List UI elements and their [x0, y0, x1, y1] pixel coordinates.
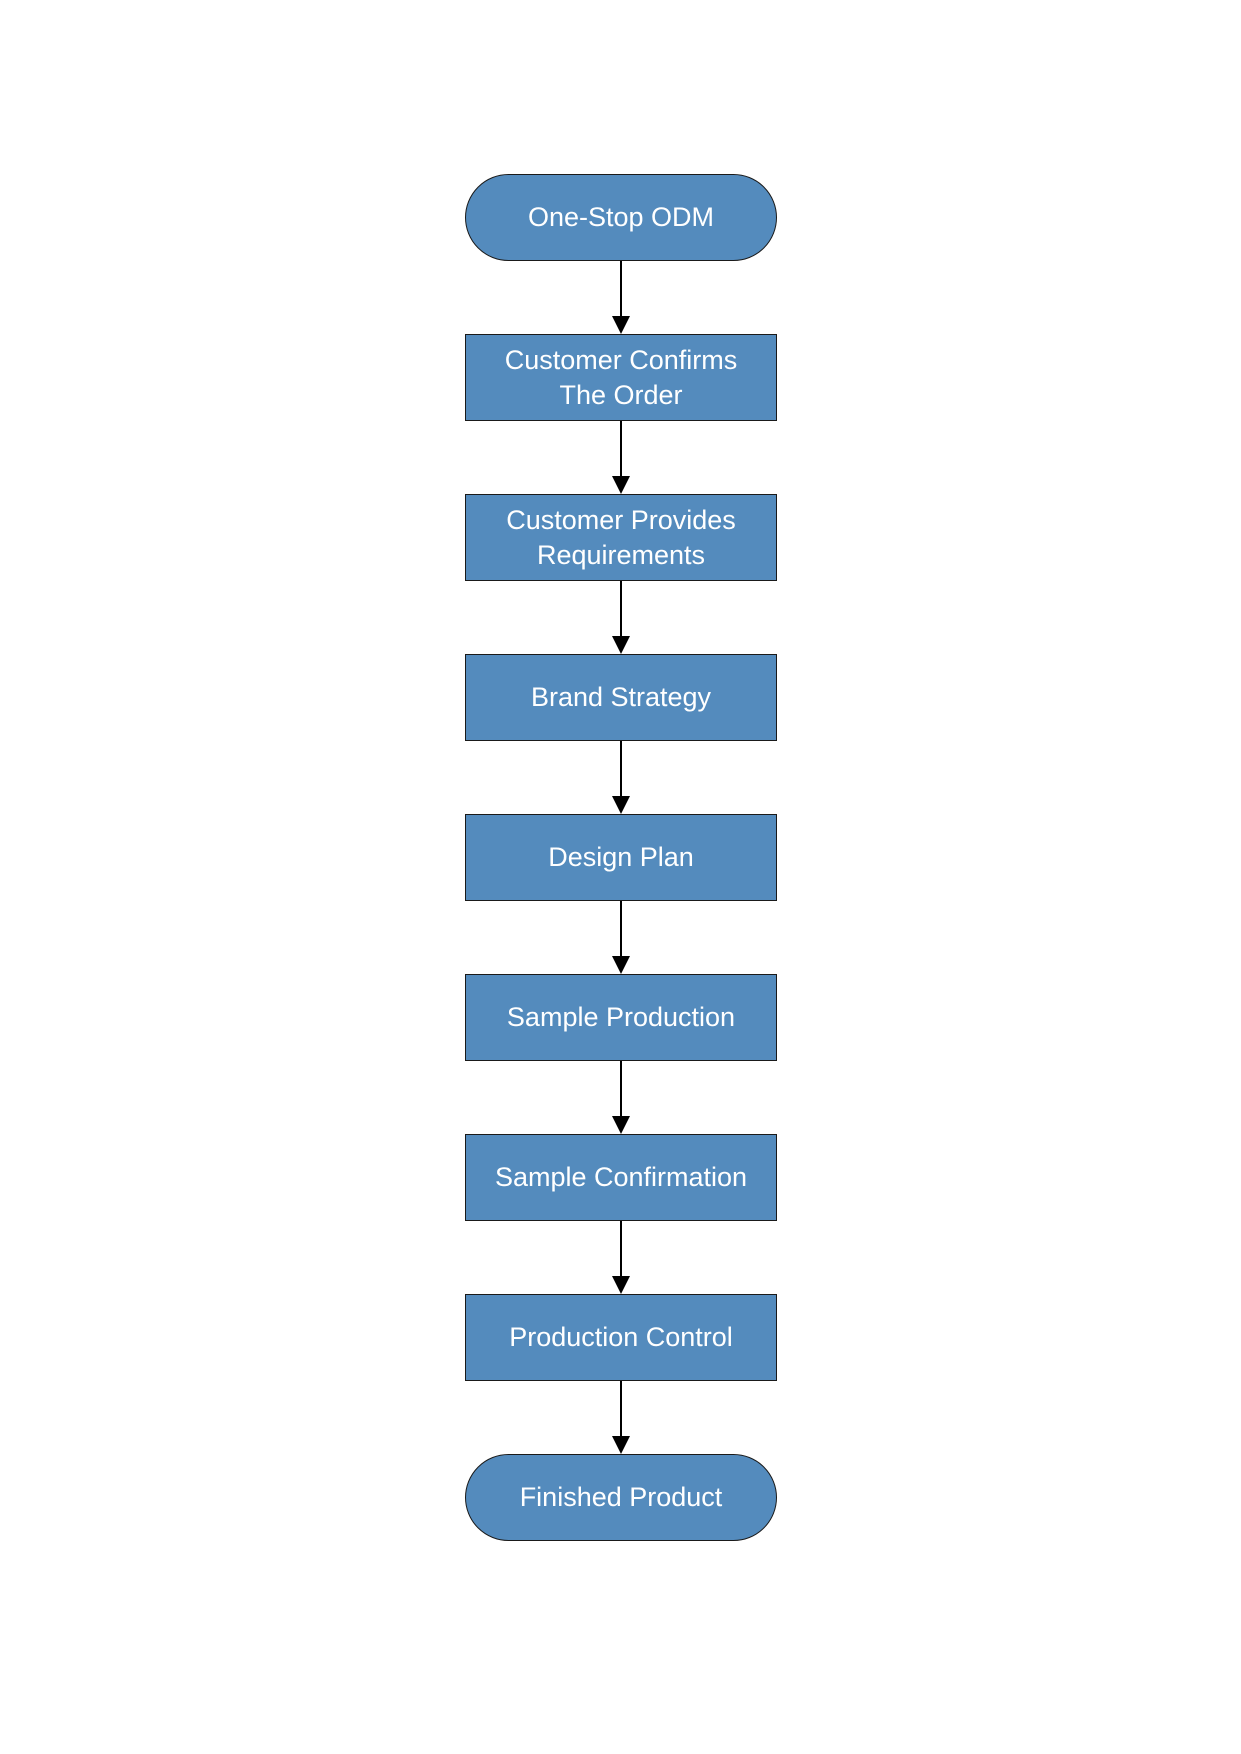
node-design-plan: Design Plan — [465, 814, 777, 901]
node-one-stop-odm: One-Stop ODM — [465, 174, 777, 261]
connector-arrow — [612, 901, 630, 974]
connector-arrow — [612, 741, 630, 814]
arrowhead-icon — [612, 796, 630, 814]
arrowhead-icon — [612, 1436, 630, 1454]
node-label: Production Control — [509, 1322, 733, 1352]
arrowhead-icon — [612, 636, 630, 654]
node-finished-product: Finished Product — [465, 1454, 777, 1541]
arrowhead-icon — [612, 476, 630, 494]
connector-arrow — [612, 1061, 630, 1134]
node-label: Customer Confirms The Order — [504, 344, 738, 410]
arrowhead-icon — [612, 1116, 630, 1134]
node-label: Design Plan — [548, 842, 694, 872]
node-label: Finished Product — [519, 1482, 723, 1512]
node-brand-strategy: Brand Strategy — [465, 654, 777, 741]
connector-arrow — [612, 421, 630, 494]
node-label: Customer Provides Requirements — [506, 504, 736, 570]
node-customer-confirms-order: Customer Confirms The Order — [465, 334, 777, 421]
connector-arrow — [612, 581, 630, 654]
connector-arrow — [612, 261, 630, 334]
node-sample-production: Sample Production — [465, 974, 777, 1061]
connector-arrow — [612, 1221, 630, 1294]
arrowhead-icon — [612, 316, 630, 334]
node-label: Brand Strategy — [530, 682, 712, 712]
arrowhead-icon — [612, 956, 630, 974]
connector-arrow — [612, 1381, 630, 1454]
node-label: Sample Confirmation — [494, 1162, 748, 1192]
node-production-control: Production Control — [465, 1294, 777, 1381]
arrowhead-icon — [612, 1276, 630, 1294]
node-label: One-Stop ODM — [527, 202, 715, 232]
node-customer-provides-requirements: Customer Provides Requirements — [465, 494, 777, 581]
node-label: Sample Production — [506, 1002, 736, 1032]
node-sample-confirmation: Sample Confirmation — [465, 1134, 777, 1221]
